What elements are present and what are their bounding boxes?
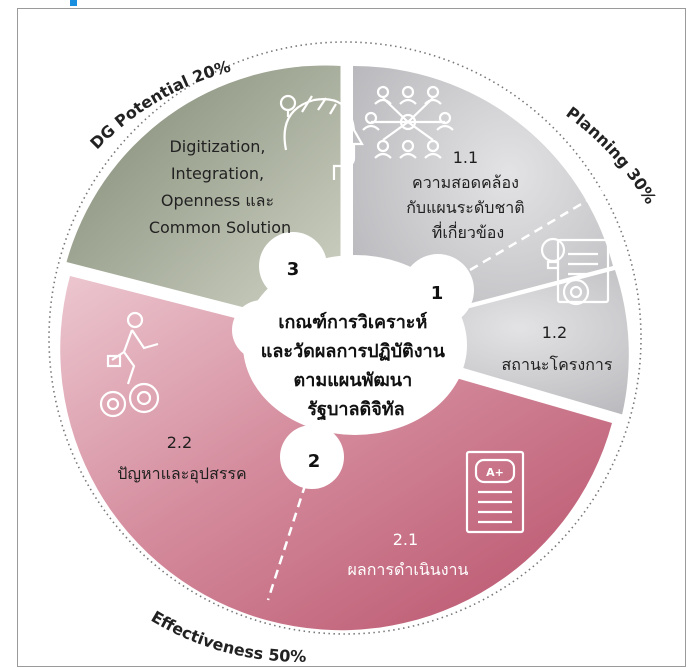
grade-report-icon	[465, 450, 525, 534]
segment-1-1-text: 1.1 ความสอดคล้อง กับแผนระดับชาติ ที่เกี่…	[406, 148, 530, 242]
person-gears-icon	[99, 311, 160, 418]
segment-2-2-text: 2.2 ปัญหาและอุปสรรค	[117, 433, 246, 484]
planning-segment-1-2	[355, 270, 629, 415]
center-title: เกณฑ์การวิเคราะห์ และวัดผลการปฏิบัติงาน …	[261, 311, 451, 421]
segment-1-2-text: 1.2 สถานะโครงการ	[502, 323, 613, 374]
grade-badge: A+	[486, 466, 504, 479]
segment-2-1-text: 2.1 ผลการดำเนินงาน	[348, 530, 469, 579]
dg-potential-text: Digitization, Integration, Openness และ …	[149, 137, 291, 237]
outer-dotted-ring	[48, 41, 642, 635]
head-ideas-icon	[279, 94, 364, 180]
corner-accent	[70, 0, 77, 6]
lightbulb-document-icon	[540, 237, 610, 306]
center-blob	[232, 232, 474, 489]
center-number-1: 1	[431, 283, 444, 304]
center-number-3: 3	[287, 259, 300, 280]
network-people-icon	[362, 85, 454, 159]
planning-subdivider	[469, 188, 606, 272]
effectiveness-subdivider	[266, 469, 312, 601]
center-number-2: 2	[308, 451, 321, 472]
